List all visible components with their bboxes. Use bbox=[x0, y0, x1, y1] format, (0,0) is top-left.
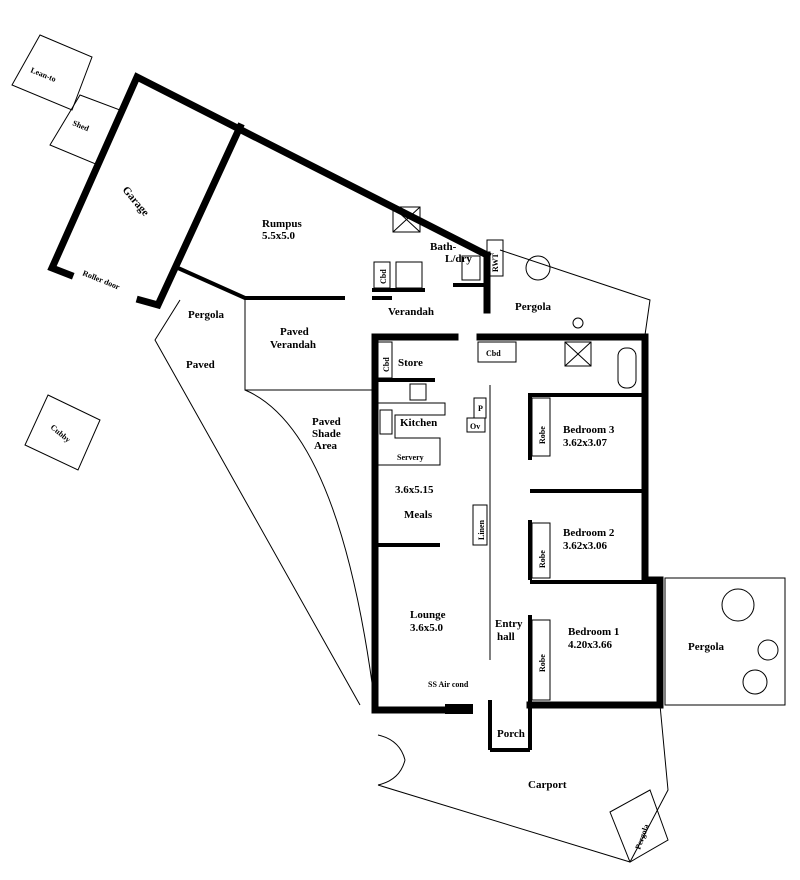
cubby: Cubby bbox=[24, 394, 101, 471]
pergola-right: Pergola bbox=[664, 577, 786, 706]
lean-to: Lean-to bbox=[11, 34, 93, 111]
bedroom1-robe: Robe bbox=[538, 654, 547, 672]
cbd-bath-label: Cbd bbox=[379, 269, 388, 284]
verandah-label: Verandah bbox=[388, 306, 434, 318]
meals-name: Meals bbox=[404, 509, 433, 521]
plant-icon bbox=[742, 669, 768, 695]
cbd-store-label: Cbd bbox=[382, 357, 391, 372]
plant-icon bbox=[757, 639, 779, 661]
rumpus-name: Rumpus bbox=[262, 218, 302, 230]
pergola-right-label: Pergola bbox=[688, 641, 725, 653]
garage-label: Garage bbox=[120, 184, 152, 218]
hall-bathroom: Cbd bbox=[477, 341, 637, 389]
bedroom-3: Robe Bedroom 3 3.62x3.07 bbox=[528, 393, 645, 460]
entry-hall-label-2: hall bbox=[497, 631, 515, 643]
bedroom3-name: Bedroom 3 bbox=[563, 424, 615, 436]
kitchen: Kitchen Servery P Ov bbox=[378, 383, 487, 466]
paved-verandah-label-1: Paved bbox=[280, 326, 309, 338]
entry-hall-label-1: Entry bbox=[495, 618, 523, 630]
air-cond-label: SS Air cond bbox=[428, 680, 469, 689]
paved-shade-label-1: Paved bbox=[312, 416, 341, 428]
pergola-top-label: Pergola bbox=[515, 301, 552, 313]
paved-shade-label-3: Area bbox=[314, 440, 338, 452]
bedroom2-name: Bedroom 2 bbox=[563, 527, 615, 539]
bedroom-1: Robe Bedroom 1 4.20x3.66 bbox=[528, 580, 660, 705]
meals-size: 3.6x5.15 bbox=[395, 484, 434, 496]
bath-laundry: Bath- L/dry RWT Cbd bbox=[372, 206, 504, 314]
bath-label-1: Bath- bbox=[430, 241, 457, 253]
cbd-hall-label: Cbd bbox=[486, 349, 501, 358]
lounge-name: Lounge bbox=[410, 609, 446, 621]
paved-verandah-label-2: Verandah bbox=[270, 339, 316, 351]
bath-label-2: L/dry bbox=[445, 253, 472, 265]
pantry-label: P bbox=[478, 404, 483, 413]
meals: Linen 3.6x5.15 Meals bbox=[378, 484, 488, 547]
pergola-left-label: Pergola bbox=[188, 309, 225, 321]
bedroom2-size: 3.62x3.06 bbox=[563, 540, 608, 552]
bedroom-2: Robe Bedroom 2 3.62x3.06 bbox=[528, 489, 645, 580]
entry-hall: Entry hall Porch bbox=[495, 618, 525, 740]
lounge: Lounge 3.6x5.0 SS Air cond bbox=[410, 609, 469, 689]
outdoor-areas-left: Pergola Paved Paved Verandah Verandah Pa… bbox=[154, 298, 434, 706]
paved-label: Paved bbox=[186, 359, 215, 371]
shed-label: Shed bbox=[71, 119, 91, 134]
store: Cbd Store bbox=[375, 341, 435, 382]
pergola-top: Pergola bbox=[499, 249, 651, 336]
roller-door-label: Roller door bbox=[81, 269, 121, 292]
linen-label: Linen bbox=[477, 519, 486, 540]
bedroom3-size: 3.62x3.07 bbox=[563, 437, 608, 449]
plant-icon bbox=[721, 588, 755, 622]
kitchen-label: Kitchen bbox=[400, 417, 437, 429]
plant-icon bbox=[525, 255, 551, 281]
rumpus: Rumpus 5.5x5.0 bbox=[177, 218, 392, 300]
oven-label: Ov bbox=[470, 422, 480, 431]
bedroom3-robe: Robe bbox=[538, 426, 547, 444]
carport-label: Carport bbox=[528, 779, 567, 791]
lean-to-label: Lean-to bbox=[29, 66, 57, 84]
bedroom1-size: 4.20x3.66 bbox=[568, 639, 613, 651]
bedroom1-name: Bedroom 1 bbox=[568, 626, 619, 638]
store-label: Store bbox=[398, 357, 423, 369]
pergola-carport-label: Pergola bbox=[633, 823, 650, 851]
rwt-label: RWT bbox=[491, 253, 500, 272]
rumpus-size: 5.5x5.0 bbox=[262, 230, 296, 242]
lounge-size: 3.6x5.0 bbox=[410, 622, 444, 634]
paved-shade-label-2: Shade bbox=[312, 428, 341, 440]
servery-label: Servery bbox=[397, 453, 424, 462]
cubby-label: Cubby bbox=[49, 423, 72, 445]
porch-label: Porch bbox=[497, 728, 525, 740]
bedroom2-robe: Robe bbox=[538, 550, 547, 568]
plant-icon bbox=[572, 317, 584, 329]
